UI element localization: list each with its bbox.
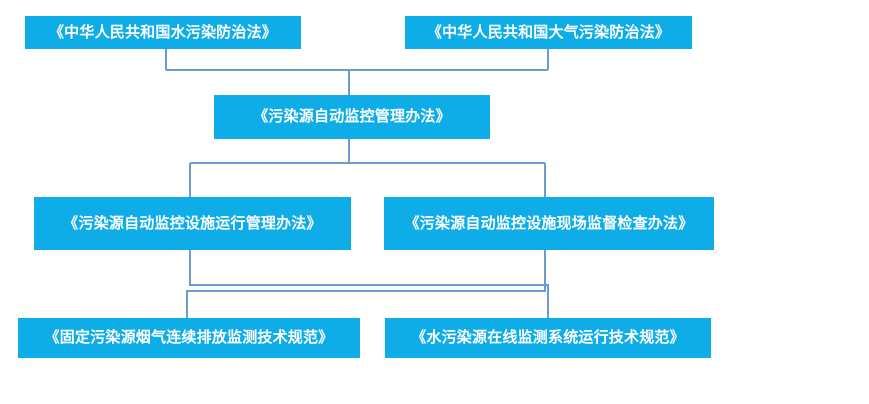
edge-onsite-inspect-to-cems-spec [186,250,546,318]
node-label: 《污染源自动监控设施现场监督检查办法》 [404,213,694,232]
node-label: 《固定污染源烟气连续排放监测技术规范》 [44,328,334,347]
node-onsite-supervision-inspection-measures[interactable]: 《污染源自动监控设施现场监督检查办法》 [384,197,714,250]
node-facility-operation-management-measures[interactable]: 《污染源自动监控设施运行管理办法》 [34,197,351,250]
node-cems-technical-specification[interactable]: 《固定污染源烟气连续排放监测技术规范》 [18,318,360,358]
node-automatic-monitoring-management-measures[interactable]: 《污染源自动监控管理办法》 [214,95,490,139]
node-water-online-monitoring-technical-specification[interactable]: 《水污染源在线监测系统运行技术规范》 [385,318,711,358]
node-label: 《水污染源在线监测系统运行技术规范》 [411,328,685,347]
node-label: 《污染源自动监控管理办法》 [253,107,451,126]
node-water-pollution-law[interactable]: 《中华人民共和国水污染防治法》 [25,16,301,49]
node-label: 《中华人民共和国水污染防治法》 [48,22,277,41]
node-label: 《污染源自动监控设施运行管理办法》 [63,213,322,232]
edge-facility-op-to-water-spec [189,250,549,318]
node-label: 《中华人民共和国大气污染防治法》 [426,22,671,41]
node-air-pollution-law[interactable]: 《中华人民共和国大气污染防治法》 [405,16,692,49]
